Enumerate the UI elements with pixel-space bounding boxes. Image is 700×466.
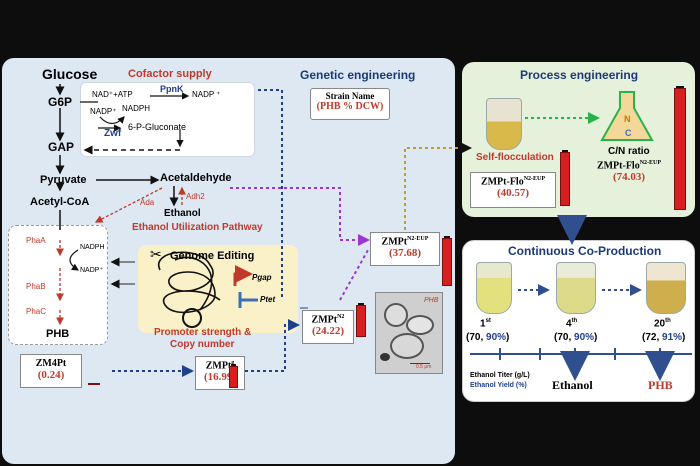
zmptn2eup-bar (442, 236, 452, 286)
ptet-symbol (238, 292, 258, 308)
batch-4-values: (70, 90%) (554, 332, 598, 343)
titer-label: Ethanol Titer (g/L) (470, 372, 530, 379)
pyruvate-label: Pyruvate (40, 174, 87, 186)
pgap-symbol (233, 265, 253, 286)
zwf-label: Zwf (104, 128, 122, 139)
g6p-label: G6P (48, 95, 73, 109)
zmptg-bar (229, 364, 238, 388)
batch-flask-20 (646, 262, 686, 314)
ptet-label: Ptet (260, 295, 276, 304)
nadp-plus-label: NADP ⁺ (192, 90, 221, 99)
phb-output-label: PHB (648, 378, 673, 392)
batch-4-label: 4th (566, 318, 578, 330)
tem-phb-label: PHB (424, 297, 439, 304)
acetaldehyde-label: Acetaldehyde (160, 172, 232, 184)
flo-box-2: ZMPt-FloN2-EUP (74.03) (596, 160, 662, 184)
scissors-icon: ✂ (150, 246, 162, 262)
phaC-label: PhaC (26, 307, 47, 316)
plasmid-circle (182, 308, 202, 328)
scale-bar-label: 0.5 μm (416, 364, 432, 370)
ada-label: Ada (140, 198, 155, 207)
zm4pt-bar (88, 383, 100, 385)
ppnk-label: PpnK (160, 84, 184, 94)
glucose-label: Glucose (42, 66, 98, 82)
nadph-label: NADPH (122, 104, 151, 113)
process-title: Process engineering (520, 68, 639, 82)
strain-legend-box: Strain Name (PHB % DCW) (310, 88, 390, 120)
cn-ratio-label: C/N ratio (608, 146, 650, 157)
batch-flask-1 (476, 262, 512, 314)
batch-1-label: 1st (480, 318, 491, 330)
arrow-cofactor-zmptn2 (258, 89, 283, 300)
arrow-purple-1 (230, 187, 370, 246)
nad-atp-label: NAD⁺+ATP (92, 90, 133, 99)
nadp-plus2-label: NADP⁺ (90, 107, 117, 116)
flo-bar-1 (560, 150, 570, 206)
gap-label: GAP (48, 140, 75, 154)
ethanol-pathway-label: Ethanol Utilization Pathway (132, 222, 263, 233)
dna-scribble (157, 251, 221, 314)
phb-pathway-label: PHB (46, 328, 70, 340)
cofactor-title: Cofactor supply (128, 68, 212, 80)
promoter-label: Promoter strength & (154, 327, 252, 338)
arrow-zwf-curve (99, 116, 125, 125)
nadph-curve (69, 249, 80, 271)
batch-flask-4 (556, 262, 596, 314)
batch-1-values: (70, 90%) (466, 332, 510, 343)
arrow-ada (94, 187, 163, 223)
genome-editing-label: Genome Editing (170, 250, 255, 262)
acetyl-coa-label: Acetyl-CoA (30, 196, 90, 208)
ethanol-label: Ethanol (164, 208, 201, 219)
genetic-title: Genetic engineering (300, 68, 416, 82)
gluconate-label: 6-P-Gluconate (128, 122, 187, 132)
batch-20-label: 20th (654, 318, 671, 330)
nadp-pha-label: NADP⁺ (80, 267, 104, 274)
zmptn2eup-box: ZMPtN2-EUP (37.68) (370, 232, 440, 266)
zmptn2-box: ZMPtN2 (24.22) (302, 310, 354, 344)
adh2-label: Adh2 (186, 192, 205, 201)
arrow-zmptg-zmptn2 (245, 319, 300, 372)
zm4pt-box: ZM4Pt (0.24) (20, 354, 82, 388)
nadph-pha-label: NADPH (80, 244, 105, 251)
copy-number-label: Copy number (170, 339, 235, 350)
self-floc-label: Self-flocculation (476, 152, 554, 163)
batch-20-values: (72, 91%) (642, 332, 686, 343)
genome-editing-box (138, 245, 298, 333)
cofactor-box (80, 82, 255, 157)
zmptn2-bar (356, 303, 366, 337)
phaA-label: PhaA (26, 236, 46, 245)
yield-label: Ethanol Yield (%) (470, 382, 527, 389)
c-label: C (625, 128, 632, 138)
self-floc-flask (486, 98, 522, 150)
ethanol-output-label: Ethanol (552, 378, 593, 392)
continuous-title: Continuous Co-Production (508, 244, 662, 258)
pgap-label: Pgap (252, 273, 272, 282)
n-label: N (624, 114, 631, 124)
tem-micrograph: PHB 0.5 μm (375, 292, 443, 374)
flo-bar-2 (674, 86, 686, 210)
flo-box-1: ZMPt-FloN2-EUP (40.57) (470, 172, 556, 208)
phaB-label: PhaB (26, 282, 46, 291)
